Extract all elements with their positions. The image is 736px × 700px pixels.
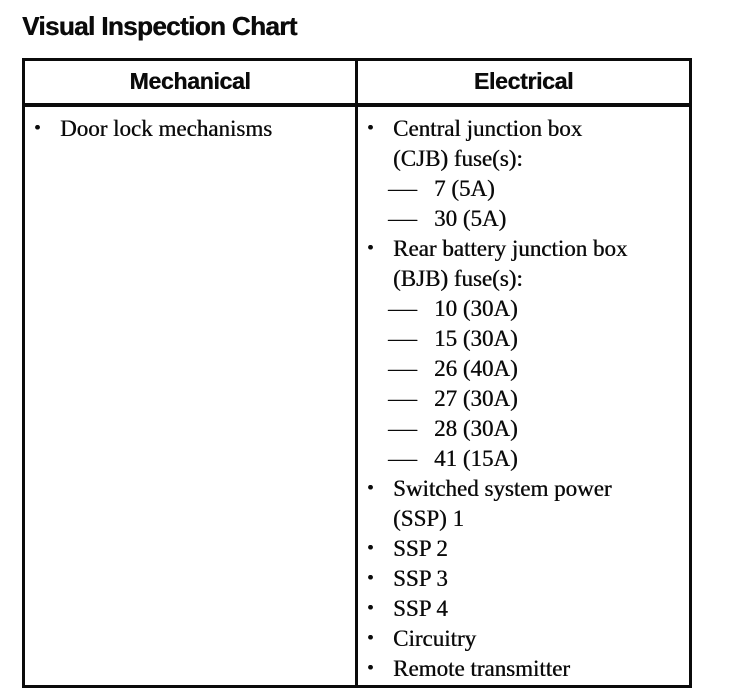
list-item-line: Central junction box: [393, 116, 583, 141]
list-item-line: SSP 4: [393, 596, 448, 621]
list-item-line: Switched system power: [393, 476, 612, 501]
list-item: • SSP 2: [358, 534, 689, 564]
list-item-text: 27 (30A): [434, 384, 518, 414]
list-item-line: 10 (30A): [434, 296, 518, 321]
bullet-icon: •: [367, 628, 374, 649]
mechanical-cell: • Door lock mechanisms: [25, 107, 358, 685]
dash-icon: —: [388, 296, 417, 321]
list-item: — 28 (30A): [358, 414, 689, 444]
list-item-line: Remote transmitter: [393, 656, 570, 681]
list-item: — 15 (30A): [358, 324, 689, 354]
list-item-text: SSP 2: [393, 534, 448, 564]
bullet-icon: •: [367, 118, 374, 139]
list-item-line: SSP 3: [393, 566, 448, 591]
list-item: — 41 (15A): [358, 444, 689, 474]
list-item-line: 7 (5A): [434, 176, 495, 201]
list-item: • Rear battery junction box (BJB) fuse(s):: [358, 234, 689, 294]
bullet-icon: •: [367, 238, 374, 259]
bullet-icon: •: [367, 478, 374, 499]
column-header-electrical: Electrical: [473, 68, 574, 94]
list-item-text: Switched system power (SSP) 1: [393, 474, 611, 534]
page-title: Visual Inspection Chart: [22, 11, 297, 41]
list-item-line: Circuitry: [393, 626, 477, 651]
list-item-line: Rear battery junction box: [393, 236, 628, 261]
list-item: • SSP 3: [358, 564, 689, 594]
visual-inspection-table: Mechanical Electrical • Door lock mechani…: [22, 58, 692, 688]
list-item-text: 26 (40A): [434, 354, 518, 384]
list-item: • Circuitry: [358, 624, 689, 654]
list-item: — 26 (40A): [358, 354, 689, 384]
dash-icon: —: [388, 326, 417, 351]
list-item-line: 26 (40A): [434, 356, 518, 381]
list-item-line: 28 (30A): [434, 416, 518, 441]
list-item-text: SSP 4: [393, 594, 448, 624]
bullet-icon: •: [367, 538, 374, 559]
electrical-cell: • Central junction box (CJB) fuse(s): — 7 (5…: [358, 107, 689, 685]
list-item-line: (BJB) fuse(s):: [393, 266, 523, 291]
list-item-text: Rear battery junction box (BJB) fuse(s):: [393, 234, 627, 294]
list-item-line: 27 (30A): [434, 386, 518, 411]
list-item-line: (CJB) fuse(s):: [393, 146, 523, 171]
list-item: — 10 (30A): [358, 294, 689, 324]
column-header-mechanical: Mechanical: [25, 61, 358, 103]
list-item: • SSP 4: [358, 594, 689, 624]
dash-icon: —: [388, 176, 417, 201]
list-item: — 7 (5A): [358, 174, 689, 204]
bullet-icon: •: [367, 658, 374, 679]
list-item-text: Central junction box (CJB) fuse(s):: [393, 114, 582, 174]
list-item: • Door lock mechanisms: [25, 114, 355, 144]
list-item: — 30 (5A): [358, 204, 689, 234]
list-item-text: 30 (5A): [434, 204, 506, 234]
list-item-line: (SSP) 1: [393, 506, 464, 531]
bullet-icon: •: [367, 598, 374, 619]
list-item: — 27 (30A): [358, 384, 689, 414]
list-item-line: 41 (15A): [434, 446, 518, 471]
list-item-text: 28 (30A): [434, 414, 518, 444]
bullet-icon: •: [34, 118, 41, 139]
list-item-text: 7 (5A): [434, 174, 495, 204]
list-item-line: Door lock mechanisms: [60, 116, 273, 141]
dash-icon: —: [388, 386, 417, 411]
list-item: • Remote transmitter: [358, 654, 689, 684]
list-item-text: 15 (30A): [434, 324, 518, 354]
list-item-text: 41 (15A): [434, 444, 518, 474]
list-item: • Switched system power (SSP) 1: [358, 474, 689, 534]
dash-icon: —: [388, 356, 417, 381]
list-item-text: 10 (30A): [434, 294, 518, 324]
list-item: • Central junction box (CJB) fuse(s):: [358, 114, 689, 174]
dash-icon: —: [388, 206, 417, 231]
list-item-line: 30 (5A): [434, 206, 507, 231]
list-item-text: Circuitry: [393, 624, 476, 654]
list-item-text: SSP 3: [393, 564, 448, 594]
list-item-line: SSP 2: [393, 536, 448, 561]
bullet-icon: •: [367, 568, 374, 589]
table-body-row: • Door lock mechanisms • Central junction …: [25, 107, 689, 685]
list-item-text: Remote transmitter: [393, 654, 570, 684]
list-item-line: 15 (30A): [434, 326, 518, 351]
table-header-row: Mechanical Electrical: [25, 61, 689, 107]
list-item-text: Door lock mechanisms: [60, 114, 272, 144]
dash-icon: —: [388, 446, 417, 471]
dash-icon: —: [388, 416, 417, 441]
